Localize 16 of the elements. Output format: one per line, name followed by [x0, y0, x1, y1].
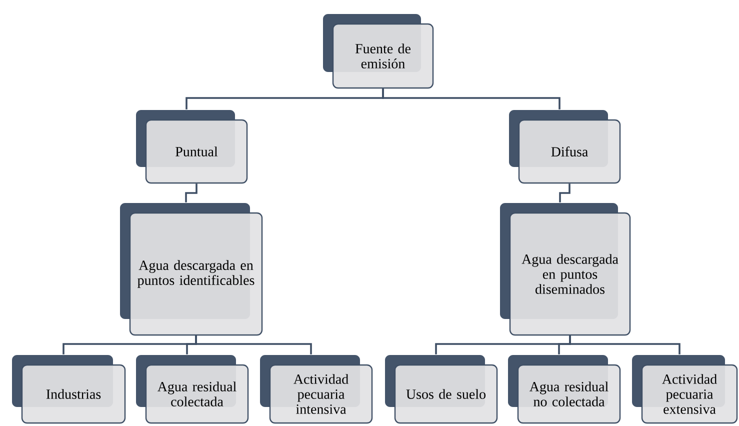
process-box: Puntual — [136, 110, 248, 184]
connector-line — [195, 336, 312, 354]
process-box: Fuente de emisión — [323, 14, 434, 89]
process-box: Difusa — [509, 110, 621, 184]
process-box: Actividad pecuaria intensiva — [260, 355, 373, 424]
process-box: Agua residual no colectada — [508, 355, 621, 424]
process-box: Actividad pecuaria extensiva — [632, 355, 738, 424]
process-box: Usos de suelo — [385, 355, 498, 424]
connector-line — [185, 184, 198, 202]
process-box: Industrias — [12, 355, 126, 424]
connector-line — [382, 88, 560, 110]
connector-line — [559, 184, 570, 202]
process-box: Agua descargada en puntos diseminados — [500, 203, 631, 336]
connector-line — [569, 336, 680, 354]
process-box: Agua descargada en puntos identificables — [120, 203, 263, 336]
process-box: Agua residual colectada — [136, 355, 249, 424]
